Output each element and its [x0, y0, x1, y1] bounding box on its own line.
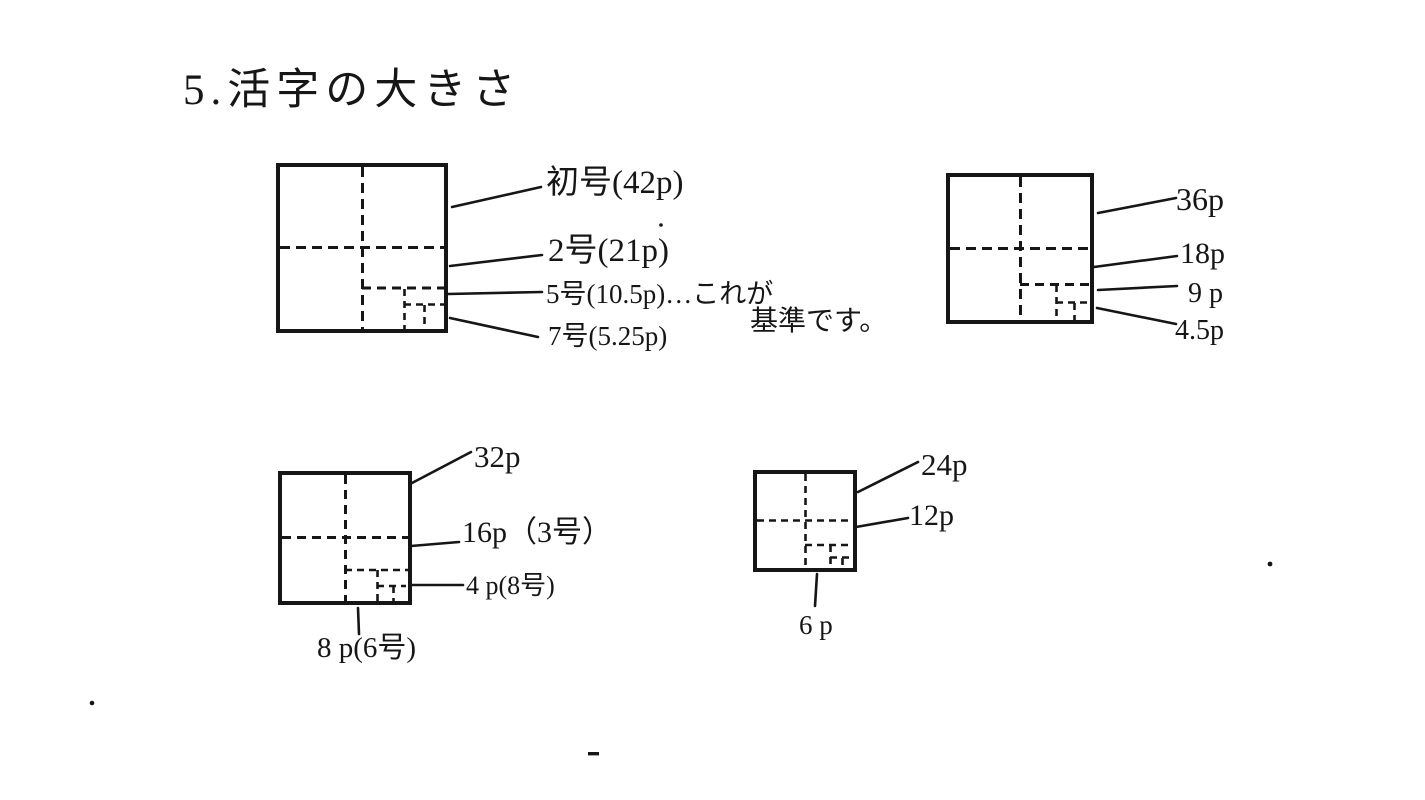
square-24p-outline: [753, 470, 857, 572]
leader-no2-21p: [448, 253, 544, 268]
label-6p: 6 p: [799, 610, 833, 640]
diagram-42p-square-group: [276, 163, 544, 339]
diagram-24p-square-group: [753, 460, 920, 608]
label-8p: 8 p(6号): [317, 632, 417, 664]
diagram-32p-square-group: [278, 450, 473, 636]
scan-speck-2: [89, 700, 95, 706]
leader-9p: [1096, 284, 1179, 292]
leader-no7-5-25p: [448, 316, 540, 339]
leader-32p: [410, 450, 473, 485]
label-4p: 4 p(8号): [466, 571, 555, 600]
leader-24p: [856, 460, 920, 494]
square-32p-outline: [278, 471, 412, 605]
label-12p: 12p: [909, 499, 954, 532]
square-36p-outline: [946, 173, 1094, 324]
diagram-36p-square-group: [946, 173, 1179, 326]
label-no5-10-5p: 5号(10.5p)…これが: [546, 279, 774, 309]
label-no7-5-25p: 7号(5.25p): [548, 321, 668, 351]
leader-12p: [854, 516, 910, 529]
leader-4-5p: [1095, 306, 1178, 326]
label-18p: 18p: [1180, 237, 1225, 270]
scan-speck-1: [659, 223, 663, 227]
label-no2-21p: 2号(21p): [548, 233, 669, 269]
leader-16p: [409, 540, 461, 548]
label-shogo-42p: 初号(42p): [546, 165, 684, 201]
page-title: 5.活字の大きさ: [183, 67, 522, 114]
label-4-5p: 4.5p: [1175, 315, 1224, 346]
label-9p: 9 p: [1188, 278, 1223, 309]
label-24p: 24p: [921, 447, 968, 482]
label-16p: 16p（3号）: [462, 516, 612, 549]
leader-8p: [356, 606, 361, 636]
label-no5-note: 基準です。: [750, 306, 888, 337]
label-36p: 36p: [1176, 181, 1224, 217]
leader-shogo-42p: [450, 185, 543, 209]
leader-6p: [813, 572, 819, 608]
leader-18p: [1092, 254, 1179, 269]
square-42p-outline: [276, 163, 448, 333]
scan-speck-3: [1267, 561, 1273, 567]
leader-no5-10-5p: [446, 290, 544, 296]
scan-speck-4: [588, 752, 599, 756]
leader-36p: [1096, 196, 1178, 215]
label-32p: 32p: [474, 439, 521, 474]
